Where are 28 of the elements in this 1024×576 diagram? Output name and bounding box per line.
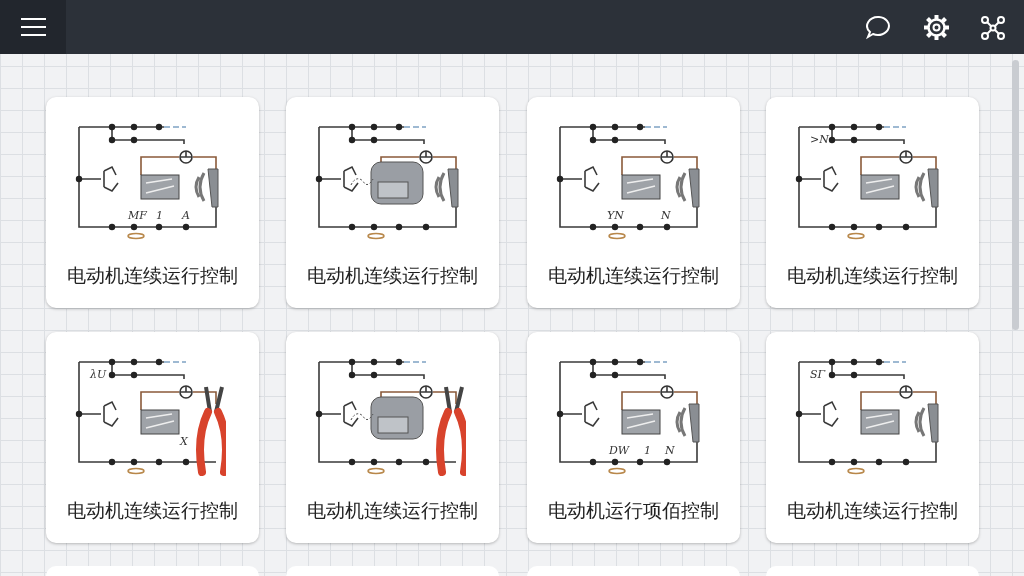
- circuit-card: [286, 332, 499, 543]
- circuit-card: [46, 97, 259, 308]
- circuit-card: [766, 97, 979, 308]
- terminal-label: YN: [607, 210, 624, 222]
- terminal-label: N: [665, 445, 675, 457]
- card-title: 电动机连续运行控制: [547, 263, 720, 288]
- circuit-card: [46, 332, 259, 543]
- terminal-label: 1: [156, 210, 163, 222]
- card-title: 电动机连续运行控制: [786, 263, 959, 288]
- card-title: 电动机连续运行控制: [66, 263, 239, 288]
- terminal-label: X: [180, 436, 188, 448]
- terminal-label: N: [661, 210, 671, 222]
- card-title: 电动机运行项佰控制: [547, 498, 720, 523]
- terminal-label: λU: [90, 369, 107, 381]
- terminal-label: DW: [609, 445, 630, 457]
- circuit-card: [766, 332, 979, 543]
- card-title: 电动机连续运行控制: [786, 498, 959, 523]
- terminal-label: >N: [810, 134, 829, 146]
- terminal-label: MF: [128, 210, 147, 222]
- terminal-label: SΓ: [810, 369, 826, 381]
- card-title: 电动机连续运行控制: [66, 498, 239, 523]
- card-title: 电动机连续运行控制: [306, 263, 479, 288]
- terminal-label: A: [182, 210, 190, 222]
- circuit-card: [527, 332, 740, 543]
- circuit-card: [527, 97, 740, 308]
- card-title: 电动机连续运行控制: [306, 498, 479, 523]
- terminal-label: 1: [644, 445, 651, 457]
- circuit-card: [286, 97, 499, 308]
